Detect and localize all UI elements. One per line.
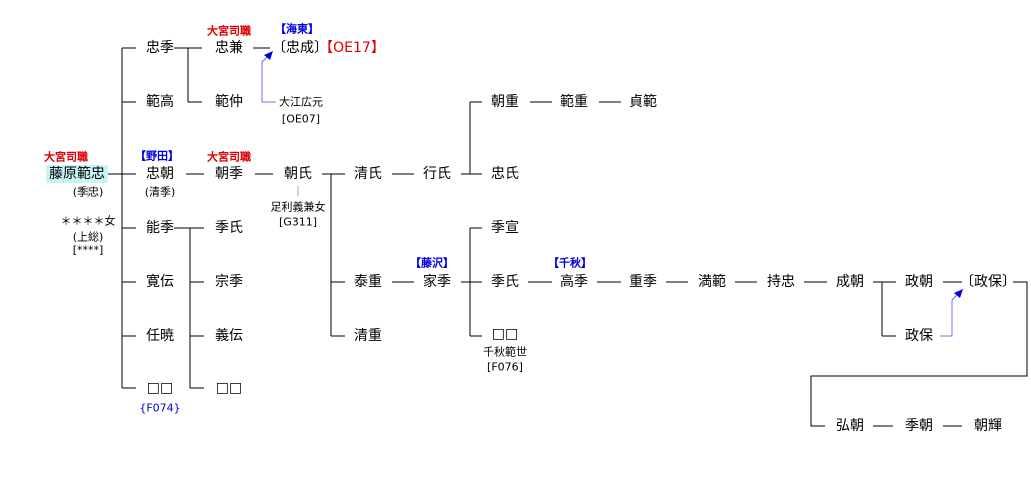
person-alias: 千秋範世 (483, 345, 527, 359)
person-code-link[interactable]: {F074} (139, 401, 181, 415)
root-person[interactable]: 藤原範忠 (46, 165, 108, 183)
person[interactable]: 範重 (560, 94, 588, 110)
person[interactable]: 政朝 (905, 274, 933, 290)
person[interactable]: 成朝 (836, 274, 864, 290)
person[interactable]: 季宣 (491, 220, 519, 236)
person[interactable]: 範仲 (215, 94, 243, 110)
house-label: 【千秋】 (548, 256, 592, 270)
person[interactable]: 政保 (905, 328, 933, 344)
house-label: 【藤沢】 (410, 256, 454, 270)
root-wife: ＊＊＊＊女 (60, 214, 116, 228)
person[interactable]: 家季 (423, 274, 451, 290)
office-label: 大宮司職 (207, 150, 251, 164)
person[interactable]: 忠季 (146, 40, 174, 56)
person[interactable]: 忠朝 (146, 166, 174, 182)
root-wife-origin: (上総) (72, 230, 104, 244)
person[interactable]: 寛伝 (146, 274, 174, 290)
person[interactable]: □□ (491, 326, 519, 342)
person[interactable]: 忠氏 (491, 166, 519, 182)
office-label: 大宮司職 (207, 24, 251, 38)
person[interactable]: 泰重 (354, 274, 382, 290)
person[interactable]: 〔忠成〕 (272, 40, 328, 56)
person[interactable]: 朝重 (491, 94, 519, 110)
person-code-link[interactable]: 【OE17】 (319, 40, 385, 56)
person-code: [OE07] (281, 112, 321, 126)
person[interactable]: 忠兼 (215, 40, 243, 56)
person[interactable]: 〔政保〕 (960, 274, 1016, 290)
person[interactable]: 持忠 (767, 274, 795, 290)
root-alias: (季忠) (72, 185, 104, 199)
person[interactable]: □□ (215, 380, 243, 396)
person[interactable]: 重季 (629, 274, 657, 290)
person-alias: (清季) (144, 185, 176, 199)
person[interactable]: 貞範 (629, 94, 657, 110)
person[interactable]: 季朝 (905, 418, 933, 434)
person-code: [F076] (487, 360, 523, 374)
person[interactable]: 能季 (146, 220, 174, 236)
adoption-arrows (261, 53, 961, 337)
spouse: 足利義兼女 (270, 200, 326, 214)
person[interactable]: 清氏 (354, 166, 382, 182)
marriage-lines (87, 186, 299, 198)
person[interactable]: 朝季 (215, 166, 243, 182)
person[interactable]: 大江広元 (279, 95, 323, 109)
person[interactable]: □□ (146, 380, 174, 396)
office-label: 大宮司職 (44, 150, 88, 164)
person[interactable]: 弘朝 (836, 418, 864, 434)
person[interactable]: 朝輝 (974, 418, 1002, 434)
house-label: 【野田】 (135, 149, 179, 163)
lineage-lines (108, 47, 1028, 427)
person[interactable]: 季氏 (491, 274, 519, 290)
arrowheads (264, 51, 963, 298)
person[interactable]: 季氏 (215, 220, 243, 236)
person[interactable]: 満範 (698, 274, 726, 290)
spouse-code: [G311] (278, 215, 318, 229)
person[interactable]: 行氏 (423, 166, 451, 182)
person[interactable]: 高季 (560, 274, 588, 290)
person[interactable]: 範高 (146, 94, 174, 110)
person[interactable]: 任暁 (146, 328, 174, 344)
person[interactable]: 清重 (354, 328, 382, 344)
house-label: 【海東】 (275, 22, 319, 36)
person[interactable]: 朝氏 (284, 166, 312, 182)
person[interactable]: 宗季 (215, 274, 243, 290)
root-wife-code: [****] (72, 243, 104, 257)
person[interactable]: 義伝 (215, 328, 243, 344)
